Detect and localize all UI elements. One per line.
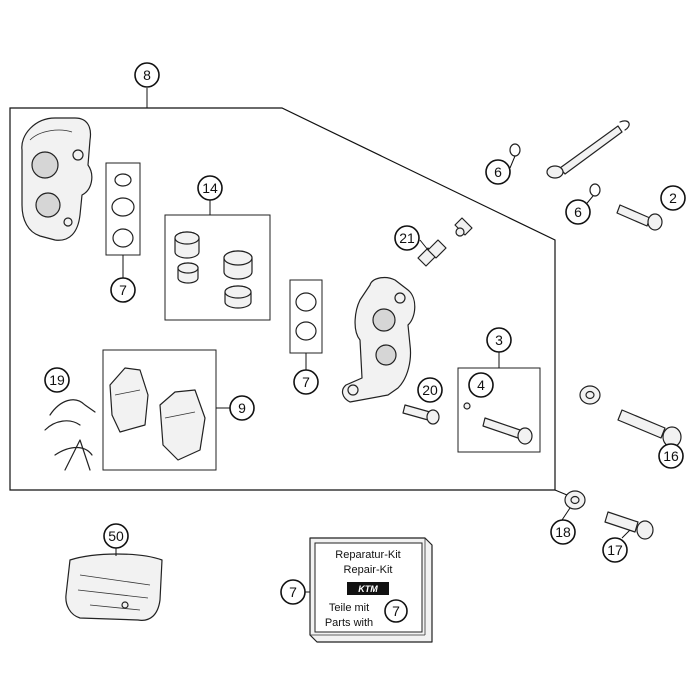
kit-logo-badge [347, 582, 389, 595]
svg-text:7: 7 [392, 603, 400, 619]
piston-seals-left [111, 173, 135, 248]
callout-16[interactable]: 16 [658, 443, 684, 469]
callout-6-top[interactable]: 6 [485, 159, 511, 185]
kit-label-de: Reparatur-Kit [335, 549, 400, 561]
leader-21 [419, 239, 429, 251]
caliper-cover [65, 553, 163, 621]
seal-group-middle [289, 279, 323, 354]
leader-6a [509, 155, 516, 169]
svg-text:6: 6 [574, 204, 582, 220]
seal-group-left [105, 162, 141, 256]
callout-7-kit[interactable]: 7 [280, 579, 306, 605]
brake-pad-group [102, 349, 217, 471]
svg-text:50: 50 [108, 528, 124, 544]
callout-7-left[interactable]: 7 [110, 277, 136, 303]
svg-text:3: 3 [495, 332, 503, 348]
washer-4 [463, 402, 471, 410]
piston-seals-middle [295, 292, 317, 341]
callout-4[interactable]: 4 [468, 372, 494, 398]
callout-7-middle[interactable]: 7 [293, 369, 319, 395]
callout-20[interactable]: 20 [417, 377, 443, 403]
callout-14[interactable]: 14 [197, 175, 223, 201]
svg-text:14: 14 [202, 180, 218, 196]
leader-18b [561, 507, 571, 521]
svg-text:21: 21 [399, 230, 415, 246]
leader-18 [554, 489, 568, 496]
callout-19[interactable]: 19 [44, 367, 70, 393]
svg-text:7: 7 [302, 374, 310, 390]
svg-text:7: 7 [289, 584, 297, 600]
kit-parts-with-en: Parts with [325, 617, 373, 629]
pistons [174, 231, 253, 309]
washer-18 [564, 490, 586, 510]
callout-6-bottom[interactable]: 6 [565, 199, 591, 225]
guide-pin-20 [402, 404, 440, 425]
caliper-body-left [21, 117, 93, 241]
callout-50[interactable]: 50 [103, 523, 129, 549]
pad-pin-assembly [509, 120, 663, 231]
leader-17 [621, 529, 631, 539]
caliper-assembly-frame [9, 107, 556, 491]
kit-parts-with-de: Teile mit [329, 602, 369, 614]
pad-spring [44, 399, 96, 471]
svg-text:17: 17 [607, 542, 623, 558]
svg-text:19: 19 [49, 372, 65, 388]
brake-pads [109, 367, 206, 461]
svg-text:7: 7 [119, 282, 127, 298]
caliper-body-right [341, 276, 416, 403]
callout-2[interactable]: 2 [660, 185, 686, 211]
bolt-3 [482, 417, 533, 445]
kit-logo-text: KTM [358, 584, 378, 594]
bleeder-valve [417, 217, 473, 267]
kit-label-en: Repair-Kit [344, 564, 393, 576]
callout-3[interactable]: 3 [486, 327, 512, 353]
svg-text:6: 6 [494, 164, 502, 180]
svg-text:20: 20 [422, 382, 438, 398]
svg-text:9: 9 [238, 400, 246, 416]
callout-7-kit-inner[interactable]: 7 [384, 599, 408, 623]
callout-8[interactable]: 8 [134, 62, 160, 88]
repair-kit-box: Reparatur-Kit Repair-Kit KTM Teile mit P… [309, 537, 433, 643]
svg-text:4: 4 [477, 377, 485, 393]
svg-text:18: 18 [555, 524, 571, 540]
svg-text:16: 16 [663, 448, 679, 464]
bolt-17 [604, 511, 654, 540]
svg-text:8: 8 [143, 67, 151, 83]
callout-18[interactable]: 18 [550, 519, 576, 545]
svg-text:2: 2 [669, 190, 677, 206]
callout-21[interactable]: 21 [394, 225, 420, 251]
callout-17[interactable]: 17 [602, 537, 628, 563]
piston-group [164, 214, 271, 321]
callout-9[interactable]: 9 [229, 395, 255, 421]
bolt-16 [579, 385, 682, 448]
